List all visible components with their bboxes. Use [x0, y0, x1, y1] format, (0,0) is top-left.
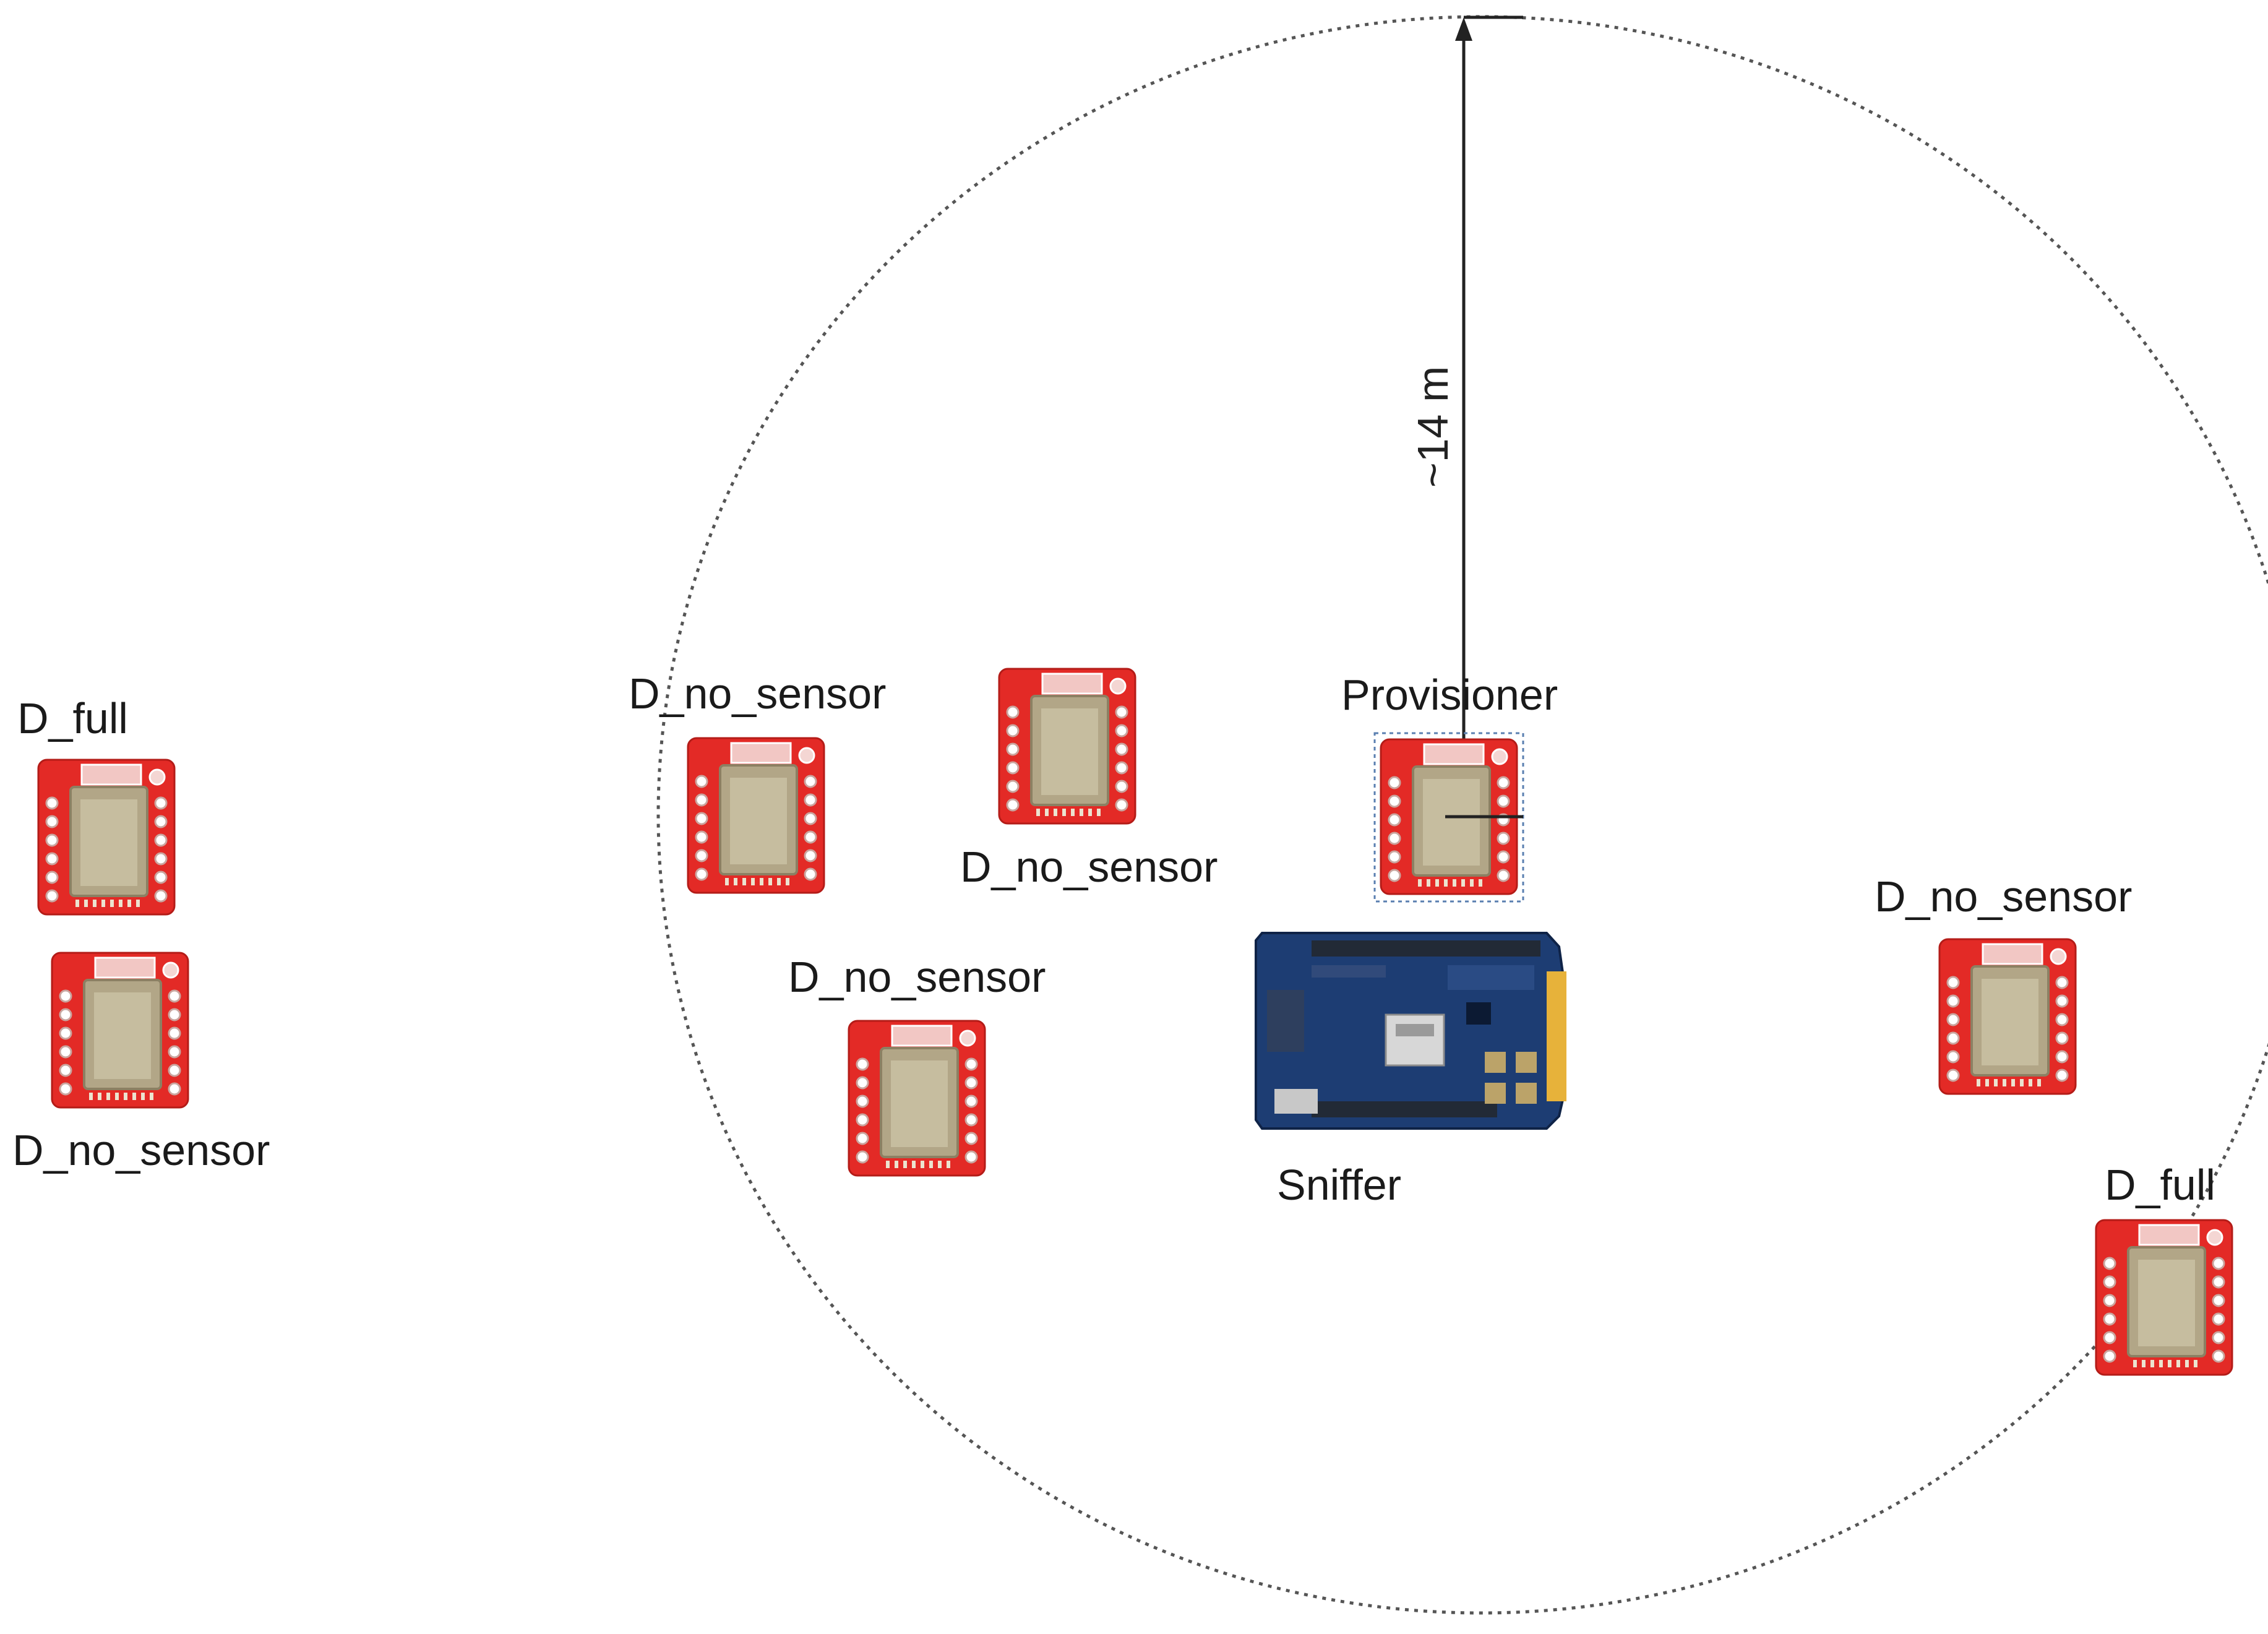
node-label: D_full	[17, 694, 128, 742]
node-board-inner-right	[1938, 938, 2077, 1095]
range-label: ~14 m	[1409, 366, 1457, 488]
node-board-right-edge	[2095, 1219, 2233, 1376]
node-board-inner-lower	[848, 1020, 986, 1177]
sniffer-label: Sniffer	[1277, 1161, 1402, 1209]
node-label: D_no_sensor	[629, 669, 887, 718]
node-board-inner-upper	[998, 668, 1136, 825]
dimension-arrow-top-icon	[1455, 17, 1472, 41]
node-label: D_no_sensor	[12, 1126, 270, 1174]
range-circle	[656, 15, 2268, 1615]
sniffer-board	[1255, 932, 1566, 1130]
node-board-left-top	[37, 759, 176, 916]
node-board-inner-left	[687, 737, 825, 894]
node-label: D_no_sensor	[788, 953, 1046, 1001]
node-label: D_full	[2105, 1161, 2215, 1209]
node-board-left-bottom	[51, 952, 189, 1109]
node-label: D_no_sensor	[1875, 872, 2133, 921]
node-label: D_no_sensor	[960, 843, 1218, 891]
provisioner-label: Provisioner	[1341, 671, 1558, 719]
